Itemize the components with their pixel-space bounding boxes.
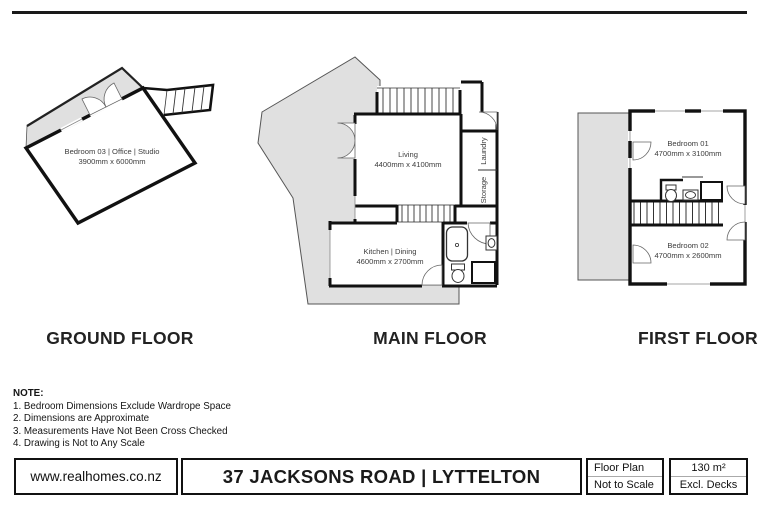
ground-stairs-walls <box>142 83 215 117</box>
main-living-dims: 4400mm x 4100mm <box>374 160 441 169</box>
ground-door-arc-right <box>103 82 123 108</box>
main-kitchen-door-arc <box>421 264 443 286</box>
first-landing-door-arc-top <box>726 185 746 205</box>
ground-stairs-treads <box>172 85 205 115</box>
first-bedroom2-door-arc <box>632 244 652 264</box>
first-floor-plan: Bedroom 01 4700mm x 3100mm Bedroom 02 47… <box>577 109 747 286</box>
main-living-name: Living <box>398 150 418 159</box>
ground-floor-label: GROUND FLOOR <box>46 328 194 348</box>
first-deck-area <box>577 112 633 281</box>
ground-room-name: Bedroom 03 | Office | Studio <box>65 147 160 156</box>
first-bedroom2-dims: 4700mm x 2600mm <box>654 251 721 260</box>
main-shower <box>471 261 496 284</box>
first-bedroom2-name: Bedroom 02 <box>667 241 708 250</box>
footer-plan-type: Floor Plan <box>594 462 645 474</box>
footer-divider-2 <box>671 476 746 477</box>
ground-room-dims: 3900mm x 6000mm <box>78 157 145 166</box>
note-block: NOTE: 1. Bedroom Dimensions Exclude Ward… <box>13 388 231 450</box>
first-bedroom1-name: Bedroom 01 <box>667 139 708 148</box>
main-floor-label: MAIN FLOOR <box>373 328 487 348</box>
footer-area: 130 m² <box>691 462 726 474</box>
first-floor-label: FIRST FLOOR <box>638 328 758 348</box>
sheet-top-border <box>12 11 747 14</box>
ground-deck-outer-wall <box>26 66 144 127</box>
main-entry-stairs <box>377 87 460 113</box>
main-windows <box>329 196 356 278</box>
note-item-3: 3. Measurements Have Not Been Cross Chec… <box>13 425 228 437</box>
footer-plan-type-box: Floor Plan Not to Scale <box>586 458 664 495</box>
ground-floor-plan: Bedroom 03 | Office | Studio 3900mm x 60… <box>23 66 215 226</box>
main-toilet <box>451 263 465 283</box>
main-inner-stairs <box>396 204 456 223</box>
main-floor-plan: Living 4400mm x 4100mm Kitchen | Dining … <box>257 56 499 305</box>
main-living-doors <box>337 122 356 159</box>
main-bathtub <box>445 226 469 262</box>
first-bedroom1-dims: 4700mm x 3100mm <box>654 149 721 158</box>
footer-scale: Not to Scale <box>594 479 654 491</box>
footer-divider-1 <box>588 476 662 477</box>
first-bathroom <box>659 176 723 202</box>
main-sink <box>485 235 498 251</box>
note-item-2: 2. Dimensions are Approximate <box>13 413 150 425</box>
main-laundry-label: Laundry <box>479 137 488 165</box>
footer-area-note: Excl. Decks <box>679 479 738 491</box>
first-windows <box>628 109 747 286</box>
main-storage-label: Storage <box>479 177 488 204</box>
first-landing-door-arc-bottom <box>726 221 746 241</box>
note-item-4: 4. Drawing is Not to Any Scale <box>13 437 145 449</box>
footer-area-box: 130 m² Excl. Decks <box>669 458 748 495</box>
ground-window-line <box>60 118 83 131</box>
main-kitchen-dims: 4600mm x 2700mm <box>356 257 423 266</box>
note-item-1: 1. Bedroom Dimensions Exclude Wardrope S… <box>13 401 231 413</box>
footer-website: www.realhomes.co.nz <box>14 458 178 495</box>
main-entry-door-arc <box>478 111 498 131</box>
main-kitchen-name: Kitchen | Dining <box>363 247 416 256</box>
main-walls <box>328 80 499 288</box>
first-bedroom1-door-arc <box>632 141 652 161</box>
note-title: NOTE: <box>13 388 44 399</box>
footer-address: 37 JACKSONS ROAD | LYTTELTON <box>181 458 582 495</box>
